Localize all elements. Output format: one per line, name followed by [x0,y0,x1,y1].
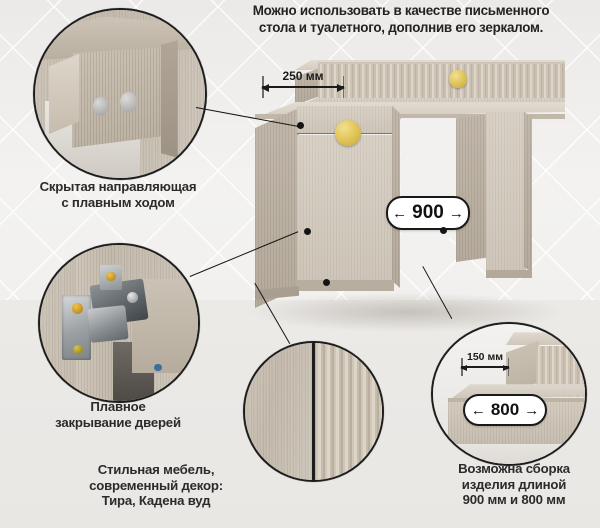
decor-fluted-half [313,343,382,480]
callout-caption-drawer-slide: Скрытая направляющая с плавным ходом [39,179,197,210]
dimension-pill-900-value: 900 [412,202,444,223]
cabinet-plinth [297,280,394,291]
dimension-pill-800-value: 800 [490,400,520,419]
hinge-cup [87,305,129,344]
decor-center-divider [312,343,315,480]
dim150-arrow-left [460,365,467,371]
assembly-hutch-top [505,332,585,345]
dimension-depth-150-label: 150 мм [467,351,503,363]
pill-arrow-left-icon: ← [392,204,408,222]
cabinet-handle [335,120,361,146]
dimension-pill-800: ← 800 → [463,394,547,426]
right-leg-panel [486,112,526,278]
right-leg-inner-face [456,114,488,262]
dim150-bar [461,366,509,368]
dimension-depth-250: 250 мм [261,62,345,98]
callout-caption-wood-decor: Стильная мебель, современный декор: Тира… [89,462,223,509]
dim-arrow-right [337,83,345,92]
callout-photo-door-hinge [38,243,200,403]
dim150-arrow-right [503,365,510,371]
page-title: Можно использовать в качестве письменног… [252,3,550,36]
assembly-floor [433,444,585,464]
drawer-body [72,46,168,148]
dim-bar [262,86,344,88]
hinge-cabinet-dot [153,363,162,372]
dimension-depth-250-label: 250 мм [282,69,324,83]
slide-dowel-1 [92,97,109,116]
hutch-drawer-handle [449,70,467,88]
cabinet-plinth-side [255,286,299,300]
product-desk [247,60,567,360]
leader-dot-door-hinge [304,228,311,235]
hinge-adjust-screw [126,291,138,303]
decor-smooth-half [245,343,314,480]
drawer-edge-band [160,40,178,158]
pill800-arrow-right-icon: → [524,401,540,419]
hutch-drawer-front [318,64,565,98]
dim-arrow-left [261,83,269,92]
leader-dot-drawer-slide [297,122,304,129]
hinge-plate-screw-gold [71,302,83,314]
drawer-side-wall [48,53,80,135]
pill-arrow-right-icon: → [448,204,464,222]
cabinet-left-side [255,108,299,308]
hinge-bracket-screw [106,271,116,281]
desk-top-edge [255,114,565,119]
cabinet-door-front [297,135,394,282]
callout-photo-wood-decor [243,341,384,482]
dimension-pill-900: ← 900 → [386,196,470,230]
slide-dowel-2 [120,92,137,113]
callout-photo-drawer-slide [33,8,207,180]
hinge-plate-screw-lower [73,344,83,355]
leader-dot-wood-decor [323,279,330,286]
callout-caption-door-hinge: Плавное закрывание дверей [55,399,181,430]
callout-caption-assembly: Возможна сборка изделия длиной 900 мм и … [458,461,570,508]
dimension-depth-150: 150 мм [460,344,510,376]
hutch-drawer-frame [318,62,565,64]
leader-dot-assembly [440,227,447,234]
right-leg-outer-edge [524,112,532,272]
right-leg-foot [486,270,532,278]
pill800-arrow-left-icon: ← [470,401,486,419]
